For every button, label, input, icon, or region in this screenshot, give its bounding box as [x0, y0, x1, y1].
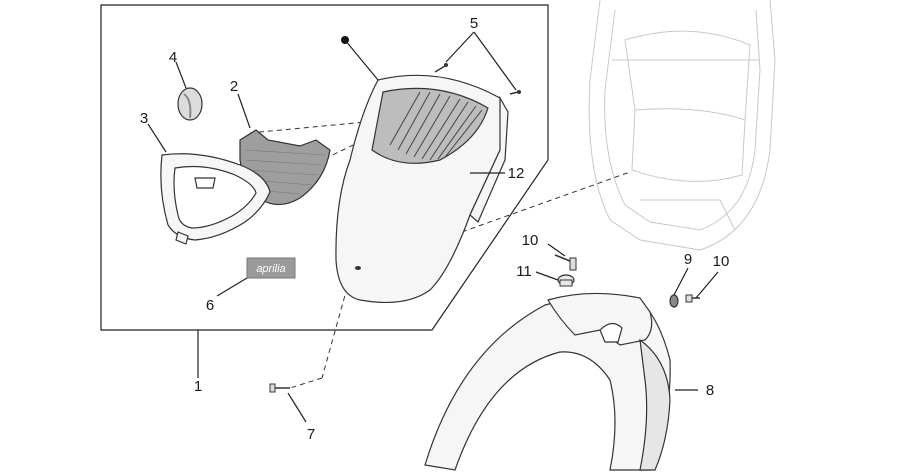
- callout-10-left: 10: [522, 232, 539, 249]
- screws-part-5: [434, 63, 521, 95]
- aprilia-badge-part-6: aprilia: [246, 257, 296, 279]
- front-shield-part-12: [335, 74, 509, 304]
- callout-7: 7: [307, 426, 315, 443]
- screw-part-10-left: [554, 254, 577, 271]
- callout-4: 4: [169, 49, 177, 66]
- callout-2: 2: [230, 78, 238, 95]
- callout-8: 8: [706, 382, 714, 399]
- nut-part-9: [669, 294, 679, 308]
- callout-10-right: 10: [713, 253, 730, 270]
- callout-6: 6: [206, 297, 214, 314]
- leader-lines: [147, 31, 719, 423]
- clip-nut-part-11: [557, 274, 575, 287]
- screw-part-10-right: [685, 294, 700, 303]
- callout-12: 12: [508, 165, 525, 182]
- kit-boundary-frame: [100, 4, 549, 331]
- headlight-frame-part-3: [160, 153, 271, 245]
- callout-5: 5: [470, 15, 478, 32]
- background-frame-outline: [588, 0, 776, 251]
- callout-9: 9: [684, 251, 692, 268]
- callout-3: 3: [140, 110, 148, 127]
- front-fender-part-8: [424, 292, 671, 471]
- emblem-part-4: [177, 87, 203, 121]
- callout-labels: 1 2 3 4 5 6 7 8 9 10 10 11 12: [140, 15, 730, 443]
- aprilia-logo-text: aprilia: [256, 263, 285, 275]
- callout-11: 11: [516, 263, 532, 280]
- callout-1: 1: [194, 378, 202, 395]
- screw-part-7: [269, 383, 290, 393]
